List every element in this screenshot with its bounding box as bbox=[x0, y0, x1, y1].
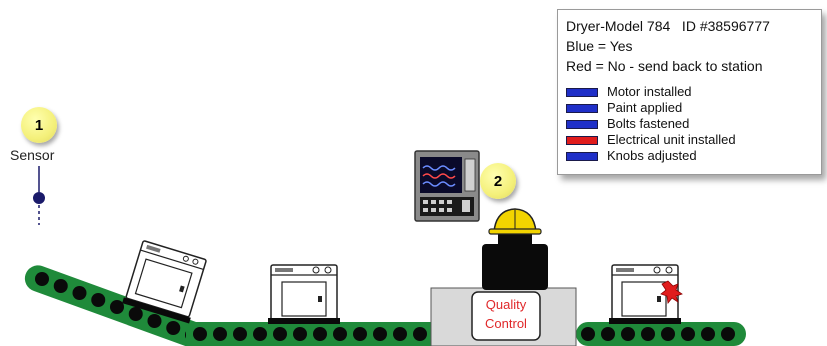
conveyor-roller bbox=[681, 327, 695, 341]
conveyor-roller bbox=[54, 279, 68, 293]
conveyor-roller bbox=[293, 327, 307, 341]
legend-label: Knobs adjusted bbox=[607, 148, 697, 164]
conveyor-roller bbox=[129, 307, 143, 321]
dryer-middle bbox=[268, 265, 340, 324]
conveyor-roller bbox=[253, 327, 267, 341]
status-swatch bbox=[566, 152, 598, 161]
status-swatch bbox=[566, 136, 598, 145]
conveyor-roller bbox=[393, 327, 407, 341]
conveyor-roller bbox=[621, 327, 635, 341]
legend-label: Motor installed bbox=[607, 84, 692, 100]
conveyor-roller bbox=[581, 327, 595, 341]
dryer-status-panel: Dryer-Model 784 ID #38596777 Blue = Yes … bbox=[557, 9, 822, 175]
inspector bbox=[482, 209, 548, 290]
conveyor-roller bbox=[166, 321, 180, 335]
red-legend-note: Red = No - send back to station bbox=[566, 56, 813, 76]
conveyor-roller bbox=[148, 314, 162, 328]
monitor-icon bbox=[415, 151, 479, 221]
sensor-label: Sensor bbox=[10, 147, 54, 163]
legend-item: Bolts fastened bbox=[566, 116, 813, 132]
conveyor-roller bbox=[73, 286, 87, 300]
conveyor-roller bbox=[601, 327, 615, 341]
conveyor-roller bbox=[721, 327, 735, 341]
conveyor-roller bbox=[701, 327, 715, 341]
conveyor-roller bbox=[353, 327, 367, 341]
blue-legend-note: Blue = Yes bbox=[566, 36, 813, 56]
conveyor-roller bbox=[193, 327, 207, 341]
quality-control-line-2: Control bbox=[474, 314, 538, 333]
conveyor-roller bbox=[35, 272, 49, 286]
conveyor-roller bbox=[91, 293, 105, 307]
conveyor-roller bbox=[661, 327, 675, 341]
status-legend: Motor installed Paint applied Bolts fast… bbox=[566, 84, 813, 164]
conveyor-roller bbox=[333, 327, 347, 341]
quality-control-label: Quality Control bbox=[474, 295, 538, 333]
legend-item: Knobs adjusted bbox=[566, 148, 813, 164]
conveyor-roller bbox=[413, 327, 427, 341]
conveyor-roller bbox=[313, 327, 327, 341]
legend-item: Electrical unit installed bbox=[566, 132, 813, 148]
legend-item: Paint applied bbox=[566, 100, 813, 116]
legend-label: Electrical unit installed bbox=[607, 132, 736, 148]
callout-1-badge: 1 bbox=[21, 107, 57, 143]
sensor bbox=[33, 166, 45, 225]
status-swatch bbox=[566, 104, 598, 113]
conveyor-roller bbox=[110, 300, 124, 314]
dryer-model-id: Dryer-Model 784 ID #38596777 bbox=[566, 16, 813, 36]
right-conveyor bbox=[576, 322, 746, 346]
legend-label: Bolts fastened bbox=[607, 116, 689, 132]
conveyor-roller bbox=[233, 327, 247, 341]
status-swatch bbox=[566, 120, 598, 129]
legend-item: Motor installed bbox=[566, 84, 813, 100]
status-swatch bbox=[566, 88, 598, 97]
conveyor-roller bbox=[373, 327, 387, 341]
middle-conveyor bbox=[186, 322, 436, 346]
conveyor-roller bbox=[641, 327, 655, 341]
callout-2-badge: 2 bbox=[480, 163, 516, 199]
conveyor-roller bbox=[273, 327, 287, 341]
legend-label: Paint applied bbox=[607, 100, 682, 116]
quality-control-line-1: Quality bbox=[474, 295, 538, 314]
conveyor-roller bbox=[213, 327, 227, 341]
